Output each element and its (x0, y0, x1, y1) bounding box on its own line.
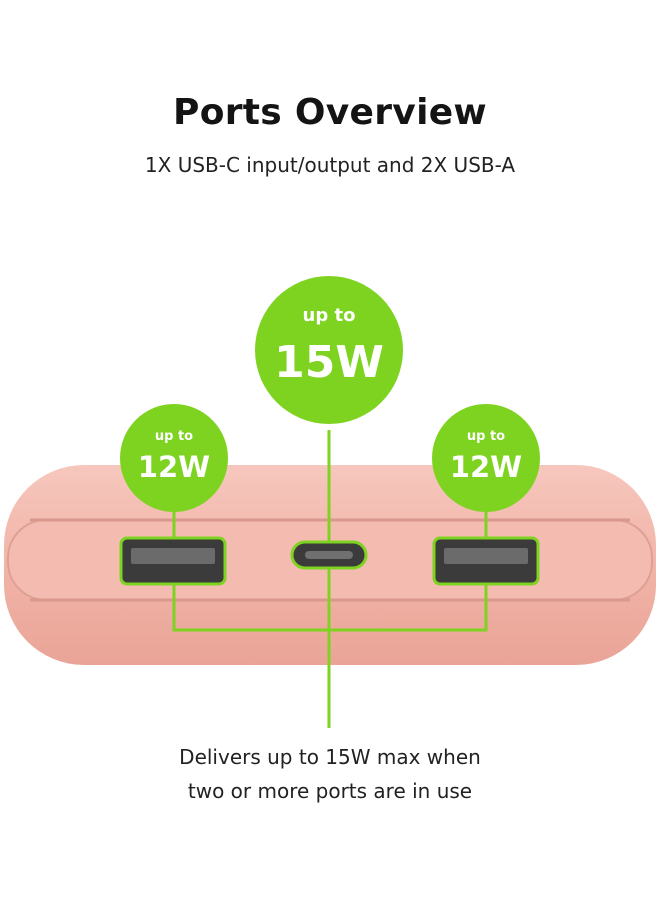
page-subtitle: 1X USB-C input/output and 2X USB-A (144, 153, 516, 177)
usb-a-port-left (119, 536, 227, 586)
badge-left-prefix: up to (155, 429, 193, 444)
badge-right: up to 12W (432, 404, 540, 512)
badge-left-value: 12W (138, 450, 210, 484)
caption-line-1: Delivers up to 15W max when (179, 745, 481, 769)
badge-right-prefix: up to (467, 429, 505, 444)
badge-center-value: 15W (274, 337, 384, 388)
badge-center-prefix: up to (303, 305, 356, 326)
badge-left: up to 12W (120, 404, 228, 512)
caption-line-2: two or more ports are in use (187, 779, 473, 803)
badge-center: up to 15W (255, 276, 403, 424)
usb-c-port (290, 540, 368, 570)
caption: Delivers up to 15W max when two or more … (0, 740, 660, 808)
usb-a-port-right (432, 536, 540, 586)
page-title: Ports Overview (173, 92, 487, 133)
badge-right-value: 12W (450, 450, 522, 484)
